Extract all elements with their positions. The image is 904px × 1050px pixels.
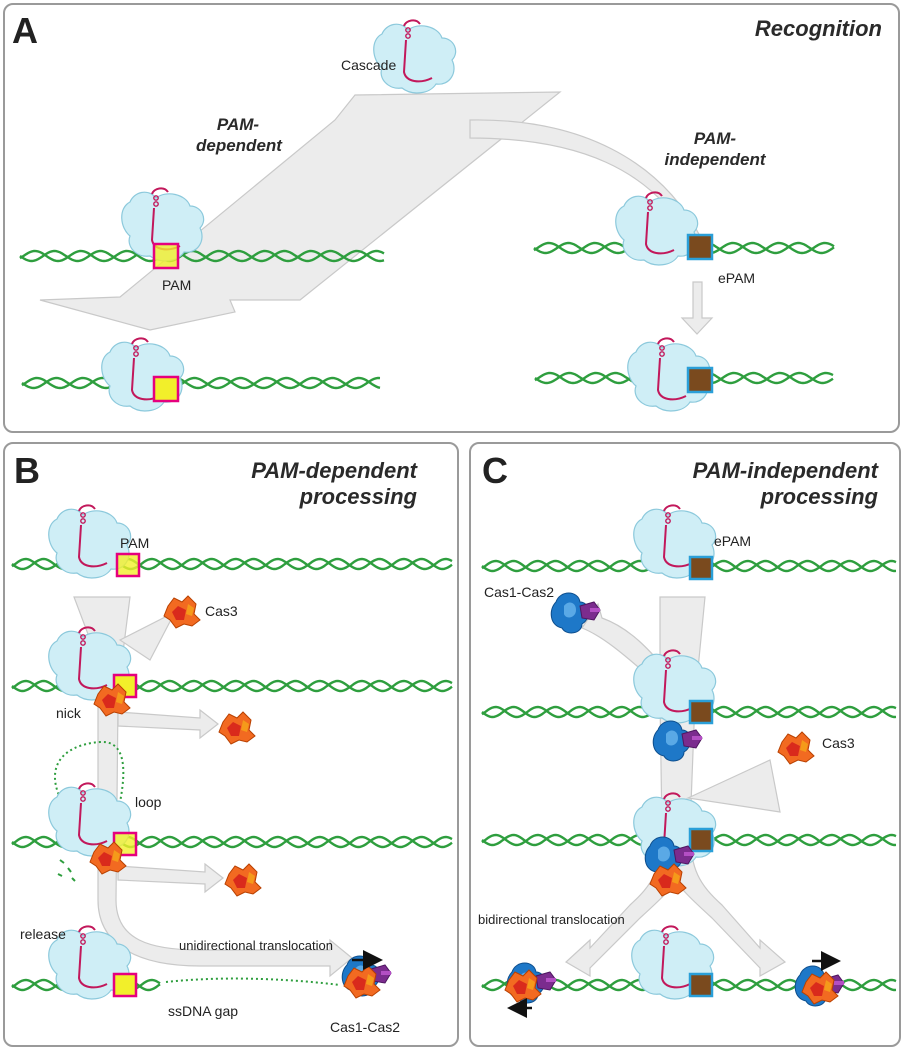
cascade-scanning — [614, 191, 699, 266]
pam-independent-label-line1: PAM- — [693, 129, 737, 148]
pam-dependent-label-line1: PAM- — [216, 115, 260, 134]
panel-c-letter: C — [482, 450, 508, 491]
panel-b-title-line2: processing — [299, 484, 417, 510]
pam-box-b1 — [115, 552, 141, 578]
epam-box-c1 — [688, 555, 714, 581]
cas3-released-2 — [224, 863, 262, 897]
cas3-exit-arrow-1 — [117, 708, 219, 740]
cas1-cas2-label-c: Cas1-Cas2 — [484, 584, 555, 600]
cas3-label-c: Cas3 — [822, 735, 855, 751]
panel-a-title: Recognition — [754, 16, 882, 41]
pam-dependent-label: PAM- dependent — [196, 114, 282, 157]
release-label: release — [20, 926, 66, 942]
pam-box-b4 — [112, 972, 138, 998]
cascade-label: Cascade — [341, 57, 397, 73]
epam-box-a1 — [686, 233, 714, 261]
cas3-released-1 — [218, 711, 256, 745]
ssdna-loop — [53, 740, 125, 813]
pam-independent-label: PAM- independent — [660, 128, 770, 171]
dna-helix-a3 — [21, 376, 381, 390]
pam-dependent-label-line2: dependent — [196, 136, 282, 156]
cas3-incoming-arrow-c — [685, 759, 781, 813]
pam-dependent-arrow — [39, 91, 562, 331]
panel-c-title-line1: PAM-independent — [692, 458, 878, 483]
dna-helix-a1 — [19, 249, 385, 263]
pam-independent-label-line2: independent — [664, 150, 766, 170]
panel-b-title: PAM-dependent processing — [251, 458, 417, 511]
down-arrow-a — [680, 281, 714, 335]
bidirectional-translocation-label: bidirectional translocation — [478, 912, 625, 927]
unidirectional-translocation-label: unidirectional translocation — [179, 938, 333, 953]
epam-box-c4 — [688, 972, 714, 998]
epam-box-c2 — [688, 699, 714, 725]
panel-c-title-line2: processing — [760, 484, 878, 510]
pam-label-b: PAM — [120, 535, 150, 551]
panel-a-letter: A — [12, 10, 38, 51]
panel-b-title-line1: PAM-dependent — [251, 458, 417, 483]
epam-box-a2 — [686, 366, 714, 394]
cas3-incoming-arrow — [118, 610, 177, 661]
loop-label: loop — [135, 794, 162, 810]
pam-box-a2 — [152, 375, 180, 403]
cas1-cas2-label-b: Cas1-Cas2 — [330, 1019, 401, 1035]
cas3-label-b: Cas3 — [205, 603, 238, 619]
pam-label-a: PAM — [162, 277, 192, 293]
panel-b-letter: B — [14, 450, 40, 491]
ssdna-gap-label: ssDNA gap — [168, 1003, 239, 1019]
cas3-free-c — [777, 731, 815, 765]
epam-box-c3 — [688, 827, 714, 853]
panel-c-title: PAM-independent processing — [693, 458, 878, 511]
cas3-exit-arrow-2 — [117, 862, 224, 894]
pam-box-a1 — [152, 242, 180, 270]
cas1-cas2-bound — [652, 720, 703, 762]
nick-label: nick — [56, 705, 81, 721]
epam-label-a: ePAM — [718, 270, 756, 286]
degraded-dna-fragments — [57, 859, 76, 882]
epam-label-c: ePAM — [714, 533, 752, 549]
ssdna-gap — [165, 977, 341, 986]
